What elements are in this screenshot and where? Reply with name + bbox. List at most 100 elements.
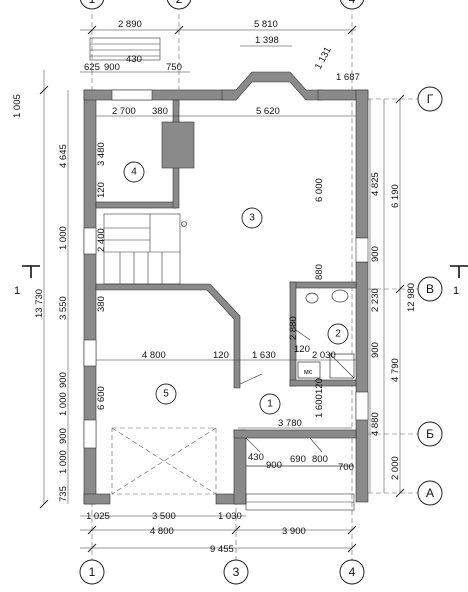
wall-top-left <box>83 89 237 101</box>
wall-room4-bottom <box>95 201 177 209</box>
axis-marker-bottom-4: 4 <box>339 559 365 585</box>
wc-label: мс <box>304 369 313 376</box>
bathroom-fixtures: мс <box>297 289 355 379</box>
svg-text:4: 4 <box>131 167 137 178</box>
dim-1687: 1 687 <box>336 72 360 83</box>
dimension-ticks <box>39 25 405 553</box>
doors <box>239 329 323 453</box>
dim-380: 380 <box>152 106 168 117</box>
svg-text:1: 1 <box>14 285 20 297</box>
dim-4790: 4 790 <box>390 358 401 382</box>
room-marker-4: 4 <box>123 161 145 183</box>
dim-900-a: 900 <box>58 372 69 388</box>
dim-4645: 4 645 <box>58 144 69 168</box>
dim-6600: 6 600 <box>96 386 107 410</box>
dim-5620: 5 620 <box>256 106 280 117</box>
wall-bath-bottom <box>289 379 357 387</box>
dim-3500: 3 500 <box>152 511 176 522</box>
top-axis-markers: 1 2 4 <box>79 0 365 10</box>
axis-marker-top-1: 1 <box>79 0 105 10</box>
wall-bath-top <box>289 281 357 289</box>
dim-3780: 3 780 <box>278 418 302 429</box>
svg-text:Б: Б <box>426 427 434 441</box>
dim-735: 735 <box>58 486 69 502</box>
dim-13730: 13 730 <box>34 289 45 318</box>
wall-right-upper <box>355 89 369 239</box>
wall-bay-window <box>221 71 323 101</box>
dim-1005: 1 005 <box>12 94 23 118</box>
svg-text:1: 1 <box>267 399 273 410</box>
section-marker-right: 1 <box>450 265 468 297</box>
stairs <box>103 213 187 285</box>
dim-120-bath: 120 <box>294 344 310 355</box>
dim-1000-b: 1 000 <box>58 392 69 416</box>
windows <box>83 89 369 449</box>
dim-900: 900 <box>104 62 120 73</box>
dim-880: 880 <box>314 264 325 280</box>
svg-text:4: 4 <box>349 565 356 579</box>
axis-marker-right-b: Б <box>417 421 443 447</box>
svg-text:3: 3 <box>249 213 255 224</box>
dim-1025: 1 025 <box>86 511 110 522</box>
porch-top <box>89 37 161 61</box>
dim-1398: 1 398 <box>255 35 279 46</box>
dim-1630: 1 630 <box>252 350 276 361</box>
right-axis-markers: Г В Б А <box>417 86 443 506</box>
toilet <box>305 292 319 304</box>
dim-430: 430 <box>126 54 142 65</box>
dim-120-room4: 120 <box>96 182 107 198</box>
dim-900-b: 900 <box>58 428 69 444</box>
dim-4800-bottom: 4 800 <box>150 526 174 537</box>
axis-marker-right-v: В <box>417 276 443 302</box>
dim-4825: 4 825 <box>370 172 381 196</box>
axis-marker-right-a: А <box>417 480 443 506</box>
fireplace <box>161 121 195 169</box>
dim-2700: 2 700 <box>112 106 136 117</box>
dim-3550: 3 550 <box>58 296 69 320</box>
dim-top-5810: 5 810 <box>254 19 278 30</box>
dim-380-v: 380 <box>96 296 107 312</box>
dim-1000-c: 1 000 <box>58 450 69 474</box>
svg-text:5: 5 <box>163 389 169 400</box>
room-marker-3: 3 <box>241 207 263 229</box>
svg-text:2: 2 <box>176 0 183 6</box>
dim-120-mid: 120 <box>213 350 229 361</box>
dim-6190: 6 190 <box>390 184 401 208</box>
dim-1600: 1 600 <box>314 394 325 418</box>
dim-430-stair: 430 <box>248 452 264 463</box>
room-marker-1: 1 <box>259 393 281 415</box>
room-marker-2: 2 <box>327 323 349 345</box>
dim-700: 700 <box>338 462 354 473</box>
sink <box>331 289 349 303</box>
axis-marker-bottom-3: 3 <box>223 559 249 585</box>
svg-text:4: 4 <box>349 0 356 6</box>
dimension-lines <box>43 29 401 549</box>
dim-3480: 3 480 <box>96 142 107 166</box>
dim-2880: 2 880 <box>288 316 299 340</box>
wall-hall-left <box>233 429 247 505</box>
svg-text:1: 1 <box>89 565 96 579</box>
svg-text:2: 2 <box>335 329 341 340</box>
svg-text:В: В <box>426 282 434 296</box>
dim-900-r1: 900 <box>370 246 381 262</box>
dim-1030: 1 030 <box>218 511 242 522</box>
dim-1000-a: 1 000 <box>58 226 69 250</box>
wall-hall-top <box>233 429 357 439</box>
dim-6000: 6 000 <box>314 178 325 202</box>
wall-room5 <box>95 283 241 389</box>
dim-2230: 2 230 <box>370 288 381 312</box>
section-marker-left: 1 <box>14 265 40 297</box>
wall-right-lower <box>355 261 369 503</box>
washing-machine <box>297 361 321 379</box>
dim-2030: 2 030 <box>312 350 336 361</box>
dim-800: 800 <box>312 454 328 465</box>
wall-bottom-left <box>83 493 111 505</box>
axis-marker-bottom-1: 1 <box>79 559 105 585</box>
dim-12980: 12 980 <box>406 283 417 312</box>
dim-1131: 1 131 <box>313 45 334 71</box>
walls <box>83 71 369 505</box>
dim-2000: 2 000 <box>390 456 401 480</box>
bottom-axis-markers: 1 3 4 <box>79 559 365 585</box>
svg-text:1: 1 <box>453 285 459 297</box>
